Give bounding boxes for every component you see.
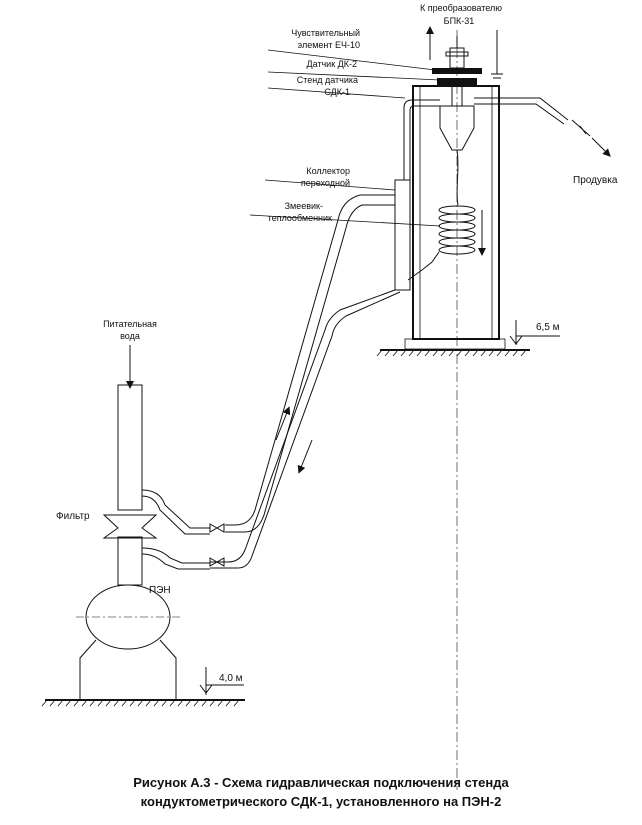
label-stand-1: Стенд датчика bbox=[297, 75, 358, 85]
label-purge: Продувка bbox=[573, 175, 618, 186]
filter bbox=[102, 514, 158, 539]
level-mark-top bbox=[509, 320, 560, 345]
label-coil-1: Змеевик- bbox=[285, 201, 323, 211]
feed-water-column bbox=[117, 345, 143, 586]
figure-caption: Рисунок А.3 - Схема гидравлическая подкл… bbox=[0, 773, 642, 811]
transition-collector bbox=[394, 179, 411, 291]
pump-pen bbox=[41, 584, 245, 707]
ground-hatch-top bbox=[376, 349, 527, 357]
label-filter: Фильтр bbox=[56, 511, 90, 522]
label-sensor: Датчик ДК-2 bbox=[306, 59, 357, 69]
label-level-top: 6,5 м bbox=[536, 322, 560, 333]
label-feed-water-2: вода bbox=[120, 331, 140, 341]
purge-line bbox=[474, 97, 611, 157]
label-collector-2: переходной bbox=[301, 178, 350, 188]
label-converter-2: БПК-31 bbox=[444, 16, 475, 26]
connecting-pipes bbox=[141, 99, 440, 570]
caption-line-1: Рисунок А.3 - Схема гидравлическая подкл… bbox=[133, 775, 509, 790]
sensor-assembly bbox=[426, 26, 503, 790]
label-feed-water-1: Питательная bbox=[103, 319, 157, 329]
label-coil-2: теплообменник bbox=[268, 213, 332, 223]
level-mark-bottom bbox=[199, 667, 244, 695]
label-sensing-element-1: Чувствительный bbox=[291, 28, 360, 38]
label-sensing-element-2: элемент ЕЧ-10 bbox=[298, 40, 360, 50]
heat-exchanger-coil bbox=[407, 149, 486, 281]
label-converter-1: К преобразователю bbox=[420, 3, 502, 13]
leader-lines bbox=[249, 49, 453, 227]
label-collector-1: Коллектор bbox=[306, 166, 350, 176]
caption-line-2: кондуктометрического СДК-1, установленно… bbox=[140, 794, 502, 809]
stand-cabinet bbox=[376, 85, 530, 357]
label-level-bottom: 4,0 м bbox=[219, 673, 243, 684]
label-pump: ПЭН bbox=[149, 585, 171, 596]
label-stand-2: СДК-1 bbox=[324, 87, 350, 97]
